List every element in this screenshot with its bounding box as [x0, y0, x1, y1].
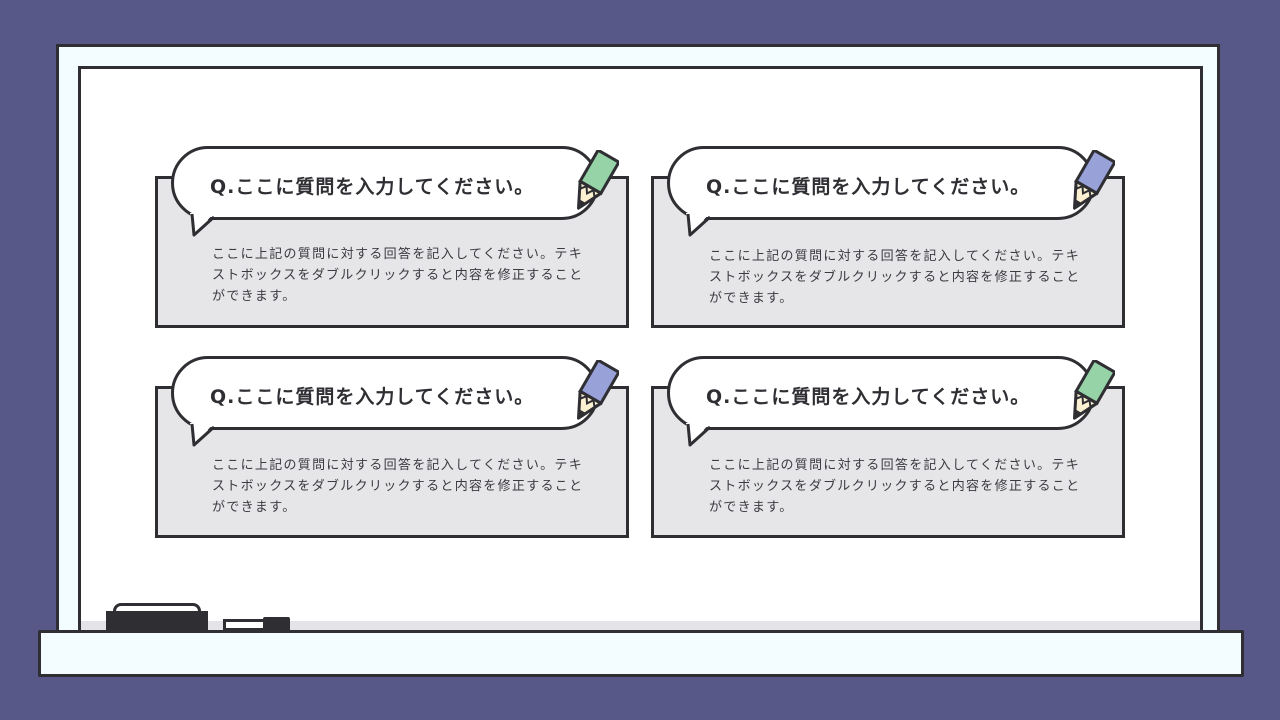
marker-cap — [263, 617, 290, 631]
whiteboard-tray-line — [81, 621, 1200, 630]
question-text-2[interactable]: Q.ここに質問を入力してください。 — [706, 176, 1031, 198]
answer-text-3[interactable]: ここに上記の質問に対する回答を記入してください。テキストボックスをダブルクリック… — [212, 458, 584, 515]
bubble-tail-4 — [686, 423, 712, 447]
eraser-base — [106, 611, 208, 632]
question-text-3[interactable]: Q.ここに質問を入力してください。 — [210, 386, 535, 408]
question-bubble-1[interactable]: Q.ここに質問を入力してください。 — [171, 146, 599, 220]
bubble-tail-1 — [190, 213, 216, 237]
pencil-icon — [1073, 150, 1115, 210]
question-text-1[interactable]: Q.ここに質問を入力してください。 — [210, 176, 535, 198]
answer-text-2[interactable]: ここに上記の質問に対する回答を記入してください。テキストボックスをダブルクリック… — [709, 249, 1081, 306]
bubble-tail-2 — [686, 213, 712, 237]
pencil-icon — [577, 360, 619, 420]
question-bubble-4[interactable]: Q.ここに質問を入力してください。 — [667, 356, 1095, 430]
question-text-4[interactable]: Q.ここに質問を入力してください。 — [706, 386, 1031, 408]
whiteboard-ledge — [38, 630, 1244, 677]
answer-text-1[interactable]: ここに上記の質問に対する回答を記入してください。テキストボックスをダブルクリック… — [212, 247, 584, 304]
question-bubble-3[interactable]: Q.ここに質問を入力してください。 — [171, 356, 599, 430]
answer-text-4[interactable]: ここに上記の質問に対する回答を記入してください。テキストボックスをダブルクリック… — [709, 458, 1081, 515]
bubble-tail-3 — [190, 423, 216, 447]
pencil-icon — [1073, 360, 1115, 420]
pencil-icon — [577, 150, 619, 210]
question-bubble-2[interactable]: Q.ここに質問を入力してください。 — [667, 146, 1095, 220]
